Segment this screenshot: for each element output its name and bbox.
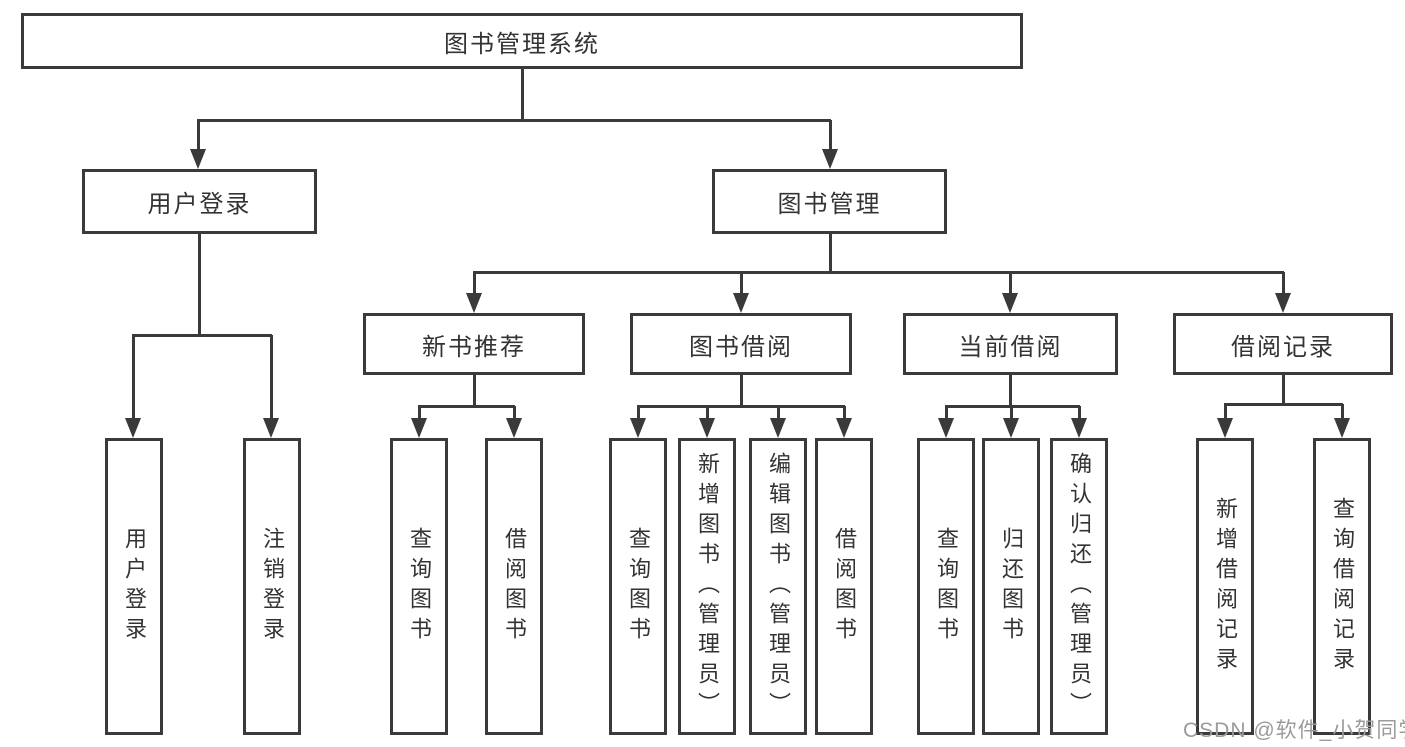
- leaf-logout: 注销登录: [243, 438, 301, 735]
- leaf-query-borrow-record: 查询借阅记录: [1313, 438, 1371, 735]
- leaf-edit-books-admin: 编辑图书（管理员）: [749, 438, 807, 735]
- connector-line: [843, 406, 846, 420]
- connector-line: [945, 406, 948, 420]
- arrow-down-icon: [699, 418, 715, 438]
- connector-line: [740, 272, 743, 295]
- connector-line: [418, 406, 421, 420]
- arrow-down-icon: [836, 418, 852, 438]
- arrow-down-icon: [466, 293, 482, 313]
- connector-line: [521, 68, 524, 120]
- connector-line: [1009, 375, 1012, 407]
- leaf-borrow-books-recommend: 借阅图书: [485, 438, 543, 735]
- connector-line: [1078, 406, 1081, 420]
- connector-line: [1224, 403, 1343, 406]
- node-user-login: 用户登录: [82, 169, 317, 234]
- connector-line: [1341, 404, 1344, 420]
- leaf-borrow-books: 借阅图书: [815, 438, 873, 735]
- leaf-add-books-admin: 新增图书（管理员）: [678, 438, 736, 735]
- node-book-borrowing: 图书借阅: [630, 313, 852, 375]
- connector-line: [637, 406, 640, 420]
- node-book-management: 图书管理: [712, 169, 947, 234]
- connector-line: [270, 335, 273, 420]
- connector-line: [1224, 404, 1227, 420]
- leaf-user-login: 用户登录: [105, 438, 163, 735]
- connector-line: [418, 405, 515, 408]
- arrow-down-icon: [1275, 293, 1291, 313]
- connector-line: [197, 120, 200, 150]
- connector-line: [829, 234, 832, 273]
- leaf-add-borrow-record: 新增借阅记录: [1196, 438, 1254, 735]
- node-borrowing-records: 借阅记录: [1173, 313, 1393, 375]
- connector-line: [513, 406, 516, 420]
- arrow-down-icon: [938, 418, 954, 438]
- csdn-watermark: CSDN @软件_小贺同学: [1183, 719, 1405, 742]
- node-library-management-system: 图书管理系统: [21, 13, 1023, 69]
- connector-line: [1009, 272, 1012, 295]
- arrow-down-icon: [733, 293, 749, 313]
- connector-line: [473, 271, 1284, 274]
- connector-line: [706, 406, 709, 420]
- connector-line: [1010, 406, 1013, 420]
- arrow-down-icon: [1003, 418, 1019, 438]
- arrow-down-icon: [822, 149, 838, 169]
- leaf-return-books: 归还图书: [982, 438, 1040, 735]
- arrow-down-icon: [1334, 418, 1350, 438]
- connector-line: [1282, 375, 1285, 405]
- arrow-down-icon: [411, 418, 427, 438]
- connector-line: [132, 335, 135, 420]
- connector-line: [197, 119, 831, 122]
- connector-line: [132, 334, 272, 337]
- arrow-down-icon: [190, 149, 206, 169]
- leaf-confirm-return-admin: 确认归还（管理员）: [1050, 438, 1108, 735]
- connector-line: [777, 406, 780, 420]
- node-current-borrowing: 当前借阅: [903, 313, 1118, 375]
- arrow-down-icon: [506, 418, 522, 438]
- arrow-down-icon: [263, 418, 279, 438]
- connector-line: [473, 375, 476, 407]
- arrow-down-icon: [770, 418, 786, 438]
- arrow-down-icon: [1217, 418, 1233, 438]
- connector-line: [637, 405, 845, 408]
- arrow-down-icon: [1071, 418, 1087, 438]
- connector-line: [198, 234, 201, 336]
- node-new-book-recommend: 新书推荐: [363, 313, 585, 375]
- connector-line: [473, 272, 476, 295]
- connector-line: [1282, 272, 1285, 295]
- arrow-down-icon: [630, 418, 646, 438]
- arrow-down-icon: [1002, 293, 1018, 313]
- leaf-query-books-current: 查询图书: [917, 438, 975, 735]
- connector-line: [740, 375, 743, 407]
- connector-line: [829, 120, 832, 150]
- leaf-query-books-borrowing: 查询图书: [609, 438, 667, 735]
- leaf-query-books-recommend: 查询图书: [390, 438, 448, 735]
- arrow-down-icon: [125, 418, 141, 438]
